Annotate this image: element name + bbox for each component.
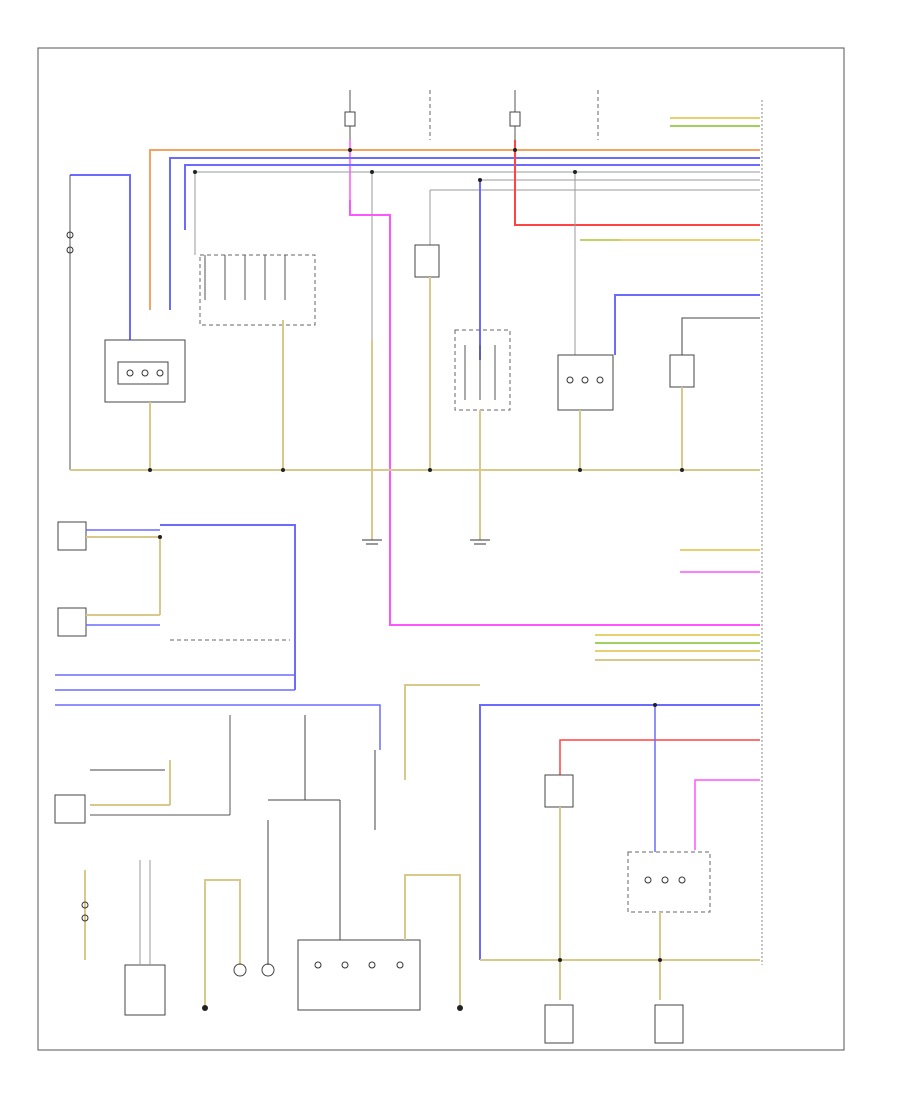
fuse-block-right xyxy=(509,90,599,155)
right-module-upper xyxy=(557,172,760,470)
ground-point-1 xyxy=(202,1005,208,1011)
bottom-left-actuators xyxy=(81,715,341,1016)
left-middle-switches xyxy=(55,521,381,750)
lamp-right xyxy=(654,1004,684,1044)
diagram-frame xyxy=(37,47,845,1051)
lamp-left xyxy=(544,1004,574,1044)
relay-center xyxy=(414,190,440,470)
lower-right-wiring xyxy=(479,549,760,1000)
ground-point-2 xyxy=(457,1005,463,1011)
splice-points xyxy=(148,148,684,962)
front-interior-light-assembly xyxy=(297,874,461,1011)
light-switch-module xyxy=(194,172,316,470)
pink-wire-run xyxy=(349,200,760,626)
fuse-block-left xyxy=(344,90,431,200)
multi-switch xyxy=(454,329,511,545)
lower-left-module xyxy=(54,715,231,824)
top-bus-wires xyxy=(149,117,760,310)
center-switch xyxy=(362,172,382,545)
headlamp-switch xyxy=(66,174,186,470)
door-contact-switch xyxy=(374,684,480,830)
